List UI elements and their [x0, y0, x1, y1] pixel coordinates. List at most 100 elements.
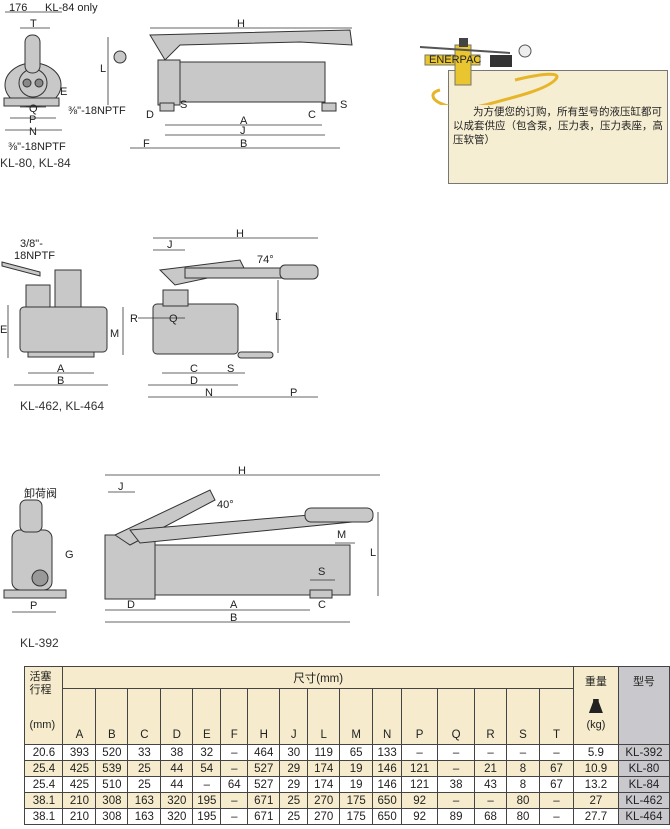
dim-cell-C: 163 [127, 792, 162, 809]
dim-cell-J: 25 [279, 792, 309, 809]
svg-text:A: A [230, 599, 238, 611]
svg-text:T: T [30, 18, 37, 30]
svg-text:D: D [190, 375, 198, 387]
dim-cell-M: 19 [339, 760, 374, 777]
dim-cell-H: 671 [247, 792, 281, 809]
weight-icon [588, 699, 603, 713]
dim-cell-Q: 89 [437, 808, 476, 825]
svg-text:M: M [110, 328, 119, 340]
dim-cell-F: – [220, 808, 249, 825]
dim-cell-A: 425 [62, 760, 97, 777]
dim-cell-L: 174 [307, 776, 341, 793]
column-header-C: C [127, 688, 162, 745]
column-header-S: S [506, 688, 540, 745]
dim-cell-H: 527 [247, 776, 281, 793]
dim-cell-B: 539 [95, 760, 129, 777]
dim-cell-S: 8 [506, 760, 540, 777]
technical-drawings: 176 KL-84 only T Q P N E ⅜"-18NPTF ⅜"-18… [0, 2, 380, 624]
svg-text:ENERPAC: ENERPAC [429, 54, 481, 66]
column-header-P: P [401, 688, 439, 745]
dim-cell-C: 25 [127, 776, 162, 793]
dim-cell-A: 210 [62, 792, 97, 809]
dim-cell-C: 163 [127, 808, 162, 825]
dim-cell-F: 64 [220, 776, 249, 793]
weight-cell: 27.7 [572, 808, 619, 825]
column-header-H: H [247, 688, 281, 745]
blank-cell [0, 744, 26, 761]
dim-cell-R: – [474, 792, 508, 809]
svg-text:N: N [29, 126, 37, 138]
svg-text:H: H [236, 228, 244, 240]
dim-cell-J: 30 [279, 744, 309, 761]
dim-cell-D: 320 [160, 808, 194, 825]
stroke-cell: 25.4 [24, 760, 64, 777]
dim-cell-L: 119 [307, 744, 341, 761]
caption-kl462: KL-462, KL-464 [20, 399, 105, 413]
svg-text:176: 176 [9, 2, 27, 14]
dim-cell-J: 29 [279, 760, 309, 777]
dim-cell-N: 146 [372, 760, 403, 777]
svg-text:L: L [275, 311, 281, 323]
dim-cell-Q: – [437, 744, 476, 761]
dim-cell-F: – [220, 744, 249, 761]
dim-cell-J: 25 [279, 808, 309, 825]
svg-text:D: D [127, 599, 135, 611]
svg-text:A: A [240, 115, 248, 127]
svg-text:C: C [318, 599, 326, 611]
weight-cell: 27 [572, 792, 619, 809]
svg-text:H: H [238, 465, 246, 477]
blank-cell [0, 808, 26, 825]
stroke-cell: 38.1 [24, 808, 64, 825]
svg-text:B: B [57, 375, 64, 387]
svg-text:⅜"-18NPTF: ⅜"-18NPTF [68, 105, 126, 117]
svg-text:S: S [180, 99, 187, 111]
svg-text:N: N [205, 387, 213, 399]
column-header-Q: Q [437, 688, 476, 745]
weight-header: 重量(kg) [572, 666, 619, 745]
dim-cell-E: 195 [192, 792, 222, 809]
kl462-front-view [1, 261, 108, 358]
svg-text:M: M [337, 529, 346, 541]
weight-cell: 10.9 [572, 760, 619, 777]
dim-cell-A: 393 [62, 744, 97, 761]
dim-cell-P: 92 [401, 792, 439, 809]
svg-text:40°: 40° [217, 499, 234, 511]
dim-cell-A: 210 [62, 808, 97, 825]
column-header-R: R [474, 688, 508, 745]
model-header: 型号 [617, 666, 670, 745]
dim-cell-P: – [401, 744, 439, 761]
dim-cell-R: – [474, 744, 508, 761]
kl80-side-view [113, 29, 353, 112]
svg-text:P: P [290, 387, 297, 399]
dim-cell-L: 270 [307, 792, 341, 809]
blank-cell [0, 760, 26, 777]
dim-cell-R: 21 [474, 760, 508, 777]
svg-text:S: S [227, 363, 234, 375]
dim-cell-D: 44 [160, 760, 194, 777]
svg-text:J: J [118, 481, 124, 493]
svg-text:B: B [230, 612, 237, 624]
dim-cell-J: 29 [279, 776, 309, 793]
drawing3-labels: 卸荷阀 G P H J 40° M L S C D A B [24, 465, 376, 624]
ordering-note-text: 为方便您的订购，所有型号的液压缸都可以成套供应（包含泵，压力表，压力表座，高压软… [453, 106, 663, 146]
svg-text:G: G [65, 549, 74, 561]
svg-text:A: A [57, 363, 65, 375]
column-header-N: N [372, 688, 403, 745]
dim-cell-Q: – [437, 760, 476, 777]
column-header-F: F [220, 688, 249, 745]
pump-set-photo: ENERPAC [419, 38, 559, 105]
weight-cell: 13.2 [572, 776, 619, 793]
svg-text:74°: 74° [257, 254, 274, 266]
dim-cell-E: 54 [192, 760, 222, 777]
weight-cell: 5.9 [572, 744, 619, 761]
blank-cell [0, 666, 26, 745]
svg-text:S: S [340, 99, 347, 111]
dim-cell-M: 175 [339, 808, 374, 825]
svg-text:R: R [130, 313, 138, 325]
dim-cell-D: 320 [160, 792, 194, 809]
svg-text:KL-84 only: KL-84 only [45, 2, 98, 14]
column-header-T: T [538, 688, 574, 745]
